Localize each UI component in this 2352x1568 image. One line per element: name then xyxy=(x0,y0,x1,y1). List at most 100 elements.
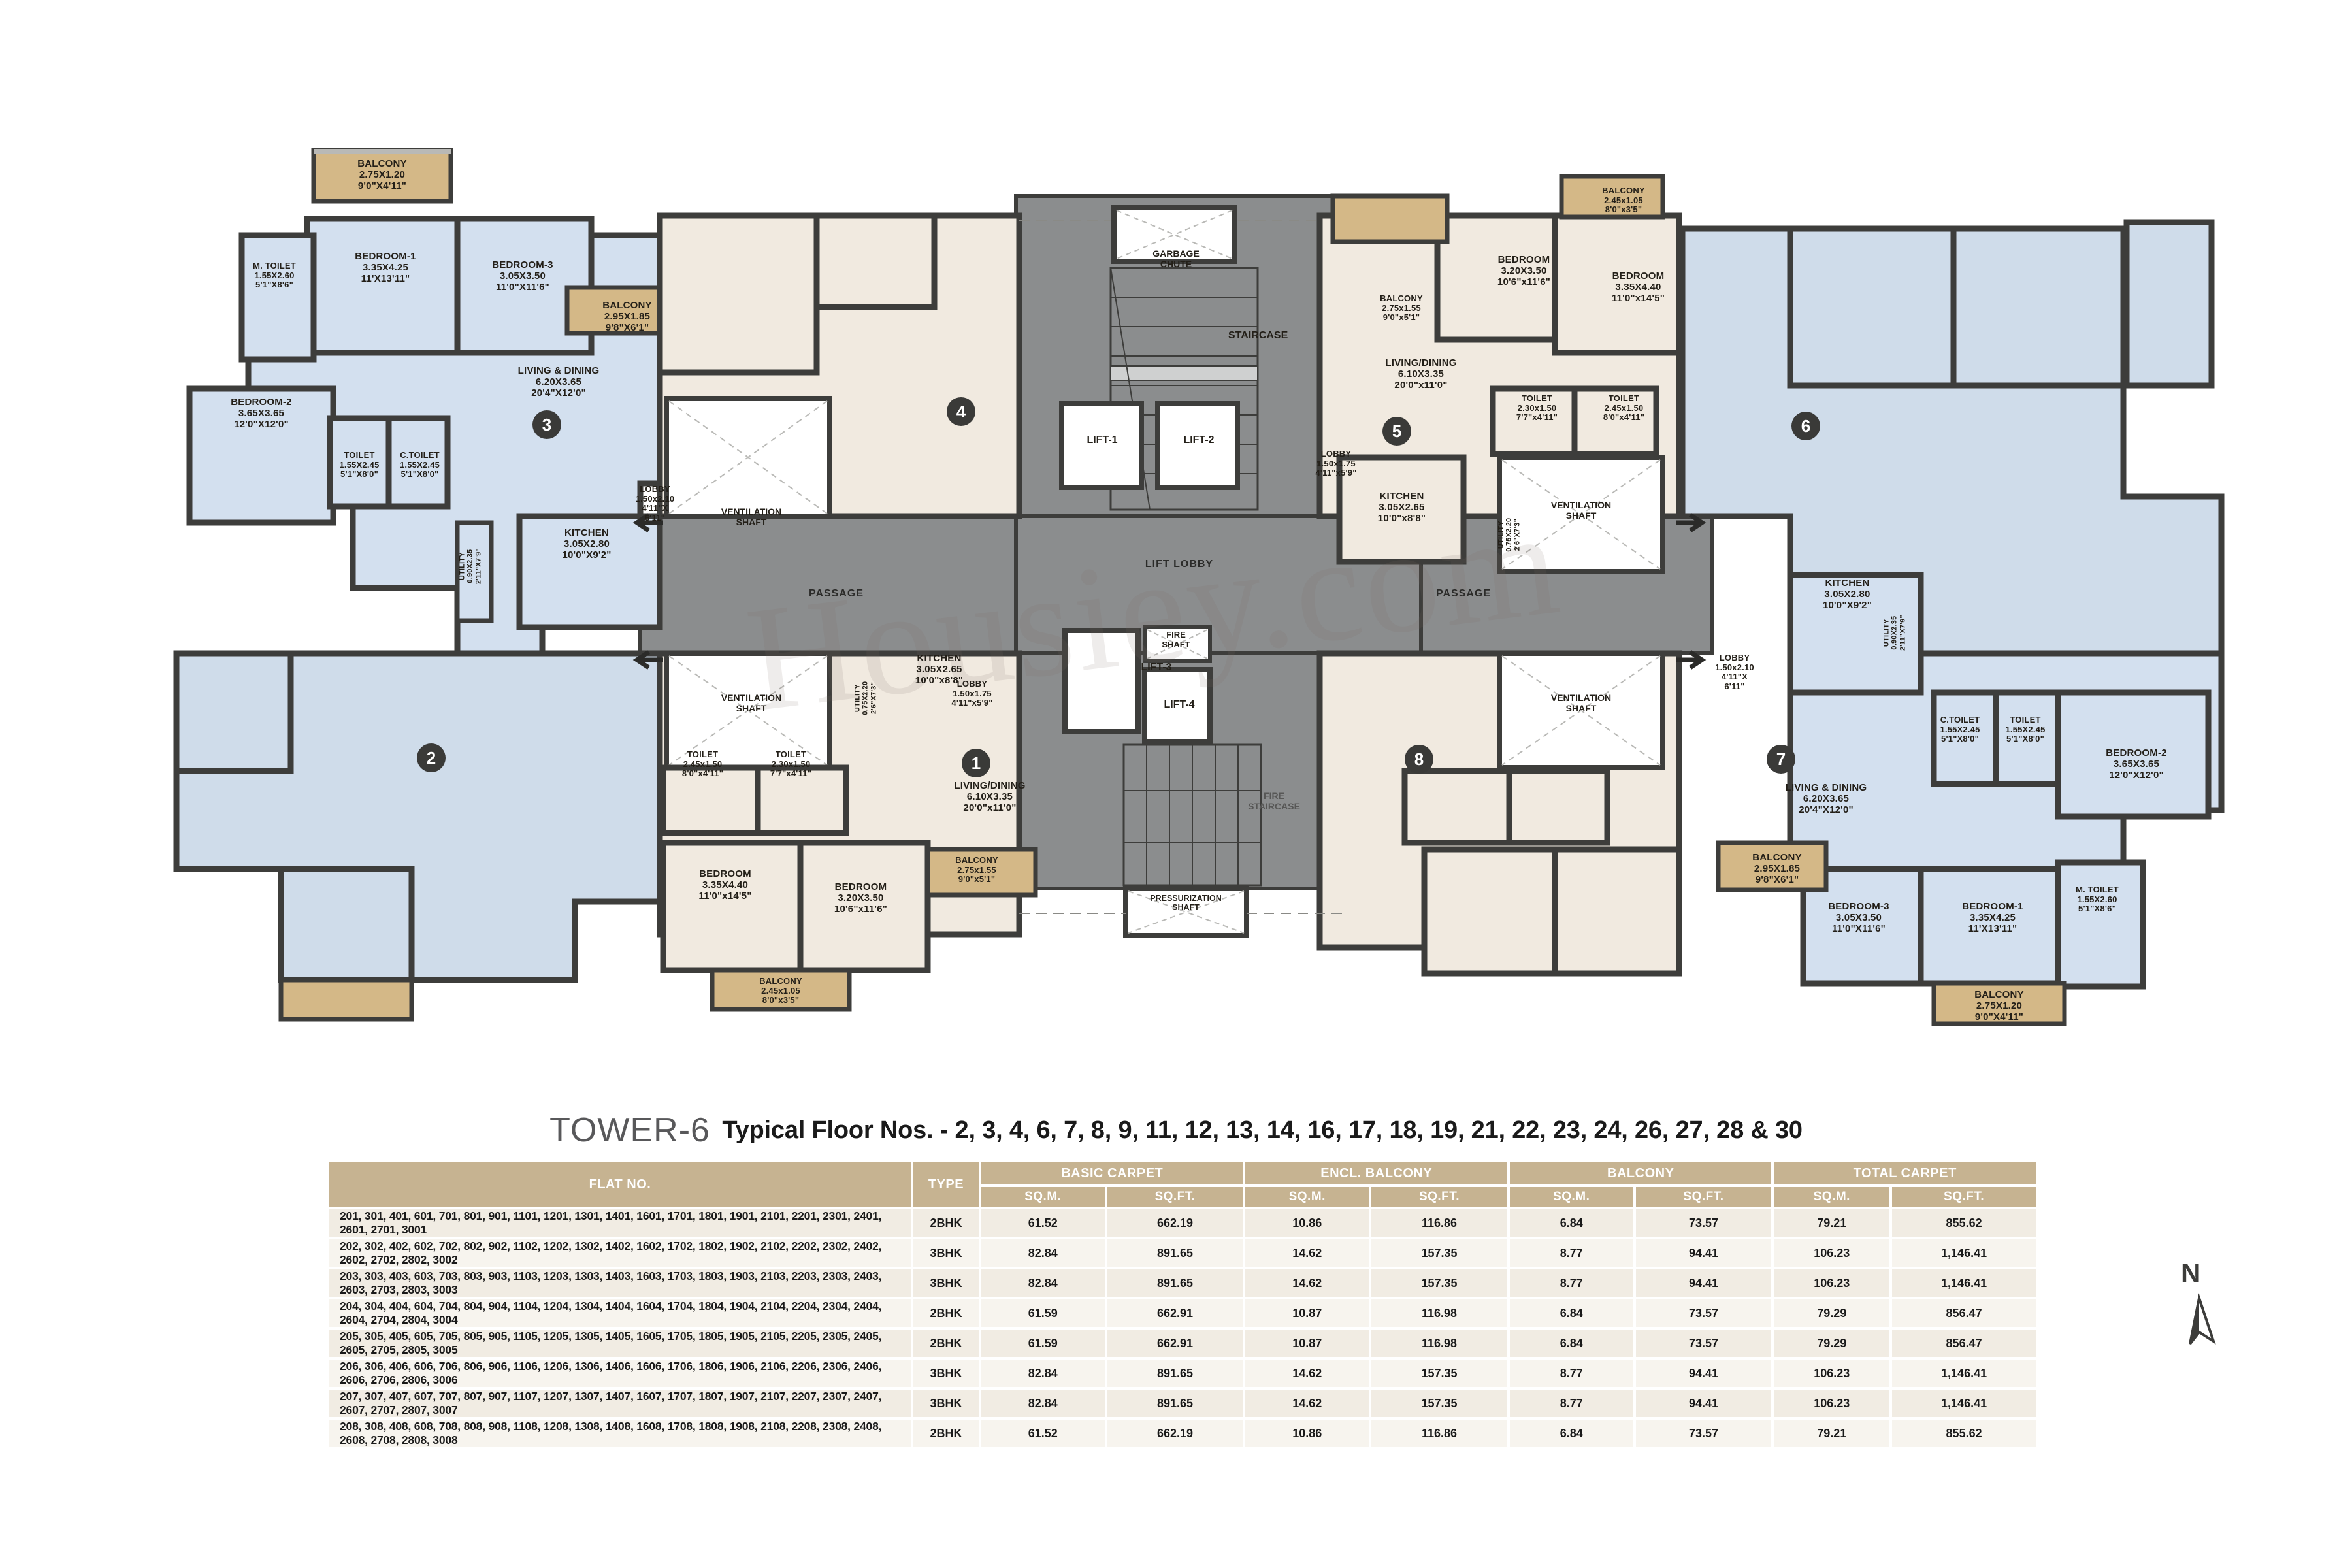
cell-type: 3BHK xyxy=(913,1390,979,1417)
cell-balc-sqft: 94.41 xyxy=(1635,1390,1772,1417)
th-basic-carpet: BASIC CARPET xyxy=(981,1162,1243,1184)
unit-badge-1: 1 xyxy=(962,749,990,777)
cell-balc-sqft: 73.57 xyxy=(1635,1330,1772,1357)
room-label-living-dining-u3: LIVING & DINING 6.20X3.65 20'4"X12'0" xyxy=(517,365,600,399)
cell-encl-sqft: 116.86 xyxy=(1371,1209,1507,1237)
cell-balc-sqm: 6.84 xyxy=(1509,1299,1633,1327)
tower-name: TOWER-6 xyxy=(549,1111,710,1149)
cell-encl-sqm: 10.87 xyxy=(1245,1330,1369,1357)
table-row: 204, 304, 404, 604, 704, 804, 904, 1104,… xyxy=(329,1299,2036,1327)
room-label-utility-u6: UTILITY 0.90X2.35 2'11"X7'9" xyxy=(1882,615,1907,651)
room-label-balcony-u1-b: BALCONY 2.45x1.05 8'0"x3'5" xyxy=(759,976,802,1005)
passage-arrows xyxy=(632,513,1707,670)
room-label-balcony-u1: BALCONY 2.75x1.55 9'0"x5'1" xyxy=(955,855,998,885)
room-label-balcony-u7-b: BALCONY 2.75X1.20 9'0"X4'11" xyxy=(1974,989,2024,1022)
room-label-balcony2-u3: BALCONY 2.95X1.85 9'8"X6'1" xyxy=(602,300,652,333)
lift-lobby-label: LIFT LOBBY xyxy=(1145,559,1214,570)
cell-basic-sqm: 61.52 xyxy=(981,1420,1105,1447)
room-label-m-toilet-u7: M. TOILET 1.55X2.60 5'1"X8'6" xyxy=(2076,885,2119,914)
cell-encl-sqm: 10.86 xyxy=(1245,1209,1369,1237)
unit-2-block xyxy=(173,650,670,1022)
unit-badge-6: 6 xyxy=(1791,412,1820,440)
room-label-balcony-u5: BALCONY 2.75x1.55 9'0"x5'1" xyxy=(1380,293,1423,323)
cell-total-sqm: 79.29 xyxy=(1774,1299,1890,1327)
cell-total-sqm: 106.23 xyxy=(1774,1360,1890,1387)
room-label-lobby-u5: LOBBY 1.50x1.75 4'11"x5'9" xyxy=(1315,449,1357,478)
room-label-bedroom-u6-a: BEDROOM 3.35X4.40 11'0"x14'5" xyxy=(1611,270,1665,304)
cell-flat-no: 207, 307, 407, 607, 707, 807, 907, 1107,… xyxy=(329,1390,911,1417)
table-row: 201, 301, 401, 601, 701, 801, 901, 1101,… xyxy=(329,1209,2036,1237)
cell-basic-sqft: 891.65 xyxy=(1107,1269,1243,1297)
room-label-toilet230-u1: TOILET 2.30x1.50 7'7"x4'11" xyxy=(770,749,812,779)
th-type: TYPE xyxy=(913,1162,979,1207)
room-label-bedroom2-u7: BEDROOM-2 3.65X3.65 12'0"X12'0" xyxy=(2106,747,2167,781)
table-row: 206, 306, 406, 606, 706, 806, 906, 1106,… xyxy=(329,1360,2036,1387)
room-label-m-toilet-u3: M. TOILET 1.55X2.60 5'1"X8'6" xyxy=(253,261,296,290)
unit-5-block xyxy=(1316,174,1682,574)
ventilation-shaft-label-4: VENTILATION SHAFT xyxy=(721,506,782,528)
th-encl-balcony: ENCL. BALCONY xyxy=(1245,1162,1507,1184)
ventilation-shaft-label-1: VENTILATION SHAFT xyxy=(721,693,782,714)
cell-basic-sqft: 891.65 xyxy=(1107,1239,1243,1267)
cell-balc-sqft: 73.57 xyxy=(1635,1209,1772,1237)
unit-badge-7: 7 xyxy=(1767,745,1795,774)
ventilation-shaft-label-8: VENTILATION SHAFT xyxy=(1550,693,1612,714)
lift-1-label: LIFT-1 xyxy=(1086,434,1118,446)
fire-staircase xyxy=(1122,743,1262,887)
cell-type: 3BHK xyxy=(913,1360,979,1387)
cell-flat-no: 203, 303, 403, 603, 703, 803, 903, 1103,… xyxy=(329,1269,911,1297)
cell-balc-sqm: 8.77 xyxy=(1509,1390,1633,1417)
room-label-bedroom-u5: BEDROOM 3.20X3.50 10'6"x11'6" xyxy=(1497,254,1551,287)
passage-left-label: PASSAGE xyxy=(808,588,864,599)
cell-balc-sqm: 8.77 xyxy=(1509,1360,1633,1387)
cell-total-sqm: 79.21 xyxy=(1774,1209,1890,1237)
cell-total-sqm: 79.21 xyxy=(1774,1420,1890,1447)
unit-3-block xyxy=(186,148,684,657)
room-label-balcony-u7: BALCONY 2.95X1.85 9'8"X6'1" xyxy=(1752,852,1802,885)
unit-badge-2: 2 xyxy=(417,743,446,772)
cell-basic-sqm: 61.59 xyxy=(981,1330,1105,1357)
room-label-toilet245-u1: TOILET 2.45x1.50 8'0"x4'11" xyxy=(681,749,724,779)
lift-cars-bottom xyxy=(1062,625,1213,744)
room-label-kitchen-u5: KITCHEN 3.05X2.65 10'0"x8'8" xyxy=(1377,491,1426,524)
cell-balc-sqft: 73.57 xyxy=(1635,1420,1772,1447)
room-label-toilet-u7: TOILET 1.55X2.45 5'1"X8'0" xyxy=(2005,715,2046,744)
cell-balc-sqm: 8.77 xyxy=(1509,1239,1633,1267)
cell-total-sqm: 106.23 xyxy=(1774,1239,1890,1267)
ventilation-shaft-label-5: VENTILATION SHAFT xyxy=(1550,500,1612,521)
cell-encl-sqm: 14.62 xyxy=(1245,1360,1369,1387)
passage-right-label: PASSAGE xyxy=(1435,588,1492,599)
th-balc-sqft: SQ.FT. xyxy=(1635,1187,1772,1207)
cell-balc-sqm: 8.77 xyxy=(1509,1269,1633,1297)
pressurization-shaft-label: PRESSURIZATION SHAFT xyxy=(1150,894,1222,913)
room-label-utility-u1: UTILITY 0.75X2.20 2'6"X7'3" xyxy=(853,681,878,715)
north-label: N xyxy=(2181,1258,2201,1288)
cell-balc-sqm: 6.84 xyxy=(1509,1420,1633,1447)
garbage-chute-label: GARBAGE CHUTE xyxy=(1152,248,1200,270)
cell-encl-sqm: 14.62 xyxy=(1245,1390,1369,1417)
cell-encl-sqm: 10.86 xyxy=(1245,1420,1369,1447)
unit-4-block xyxy=(657,212,1022,519)
room-label-kitchen-u1: KITCHEN 3.05X2.65 10'0"x8'8" xyxy=(915,653,964,686)
cell-flat-no: 201, 301, 401, 601, 701, 801, 901, 1101,… xyxy=(329,1209,911,1237)
table-row: 202, 302, 402, 602, 702, 802, 902, 1102,… xyxy=(329,1239,2036,1267)
lift-cars-top xyxy=(1059,401,1240,490)
lift-3-label: LIFT-3 xyxy=(1141,662,1172,673)
cell-total-sqft: 1,146.41 xyxy=(1892,1239,2036,1267)
cell-type: 2BHK xyxy=(913,1299,979,1327)
unit-area-table: FLAT NO. TYPE BASIC CARPET ENCL. BALCONY… xyxy=(327,1160,2038,1450)
cell-flat-no: 208, 308, 408, 608, 708, 808, 908, 1108,… xyxy=(329,1420,911,1447)
cell-basic-sqm: 61.59 xyxy=(981,1299,1105,1327)
th-total-carpet: TOTAL CARPET xyxy=(1774,1162,2036,1184)
cell-encl-sqft: 157.35 xyxy=(1371,1239,1507,1267)
room-label-bedroom-u1-b: BEDROOM 3.20X3.50 10'6"x11'6" xyxy=(834,881,888,915)
unit-badge-4: 4 xyxy=(947,397,975,426)
unit-badge-5: 5 xyxy=(1382,417,1411,446)
room-label-bedroom1-u7: BEDROOM-1 3.35X4.25 11'X13'11" xyxy=(1962,901,2023,934)
fire-shaft-label: FIRE SHAFT xyxy=(1162,630,1190,649)
cell-type: 2BHK xyxy=(913,1209,979,1237)
room-label-utility-u3: UTILITY 0.90X2.35 2'11"X7'9" xyxy=(458,548,483,585)
cell-total-sqft: 1,146.41 xyxy=(1892,1360,2036,1387)
cell-balc-sqm: 6.84 xyxy=(1509,1330,1633,1357)
staircase-label: STAIRCASE xyxy=(1228,330,1288,341)
